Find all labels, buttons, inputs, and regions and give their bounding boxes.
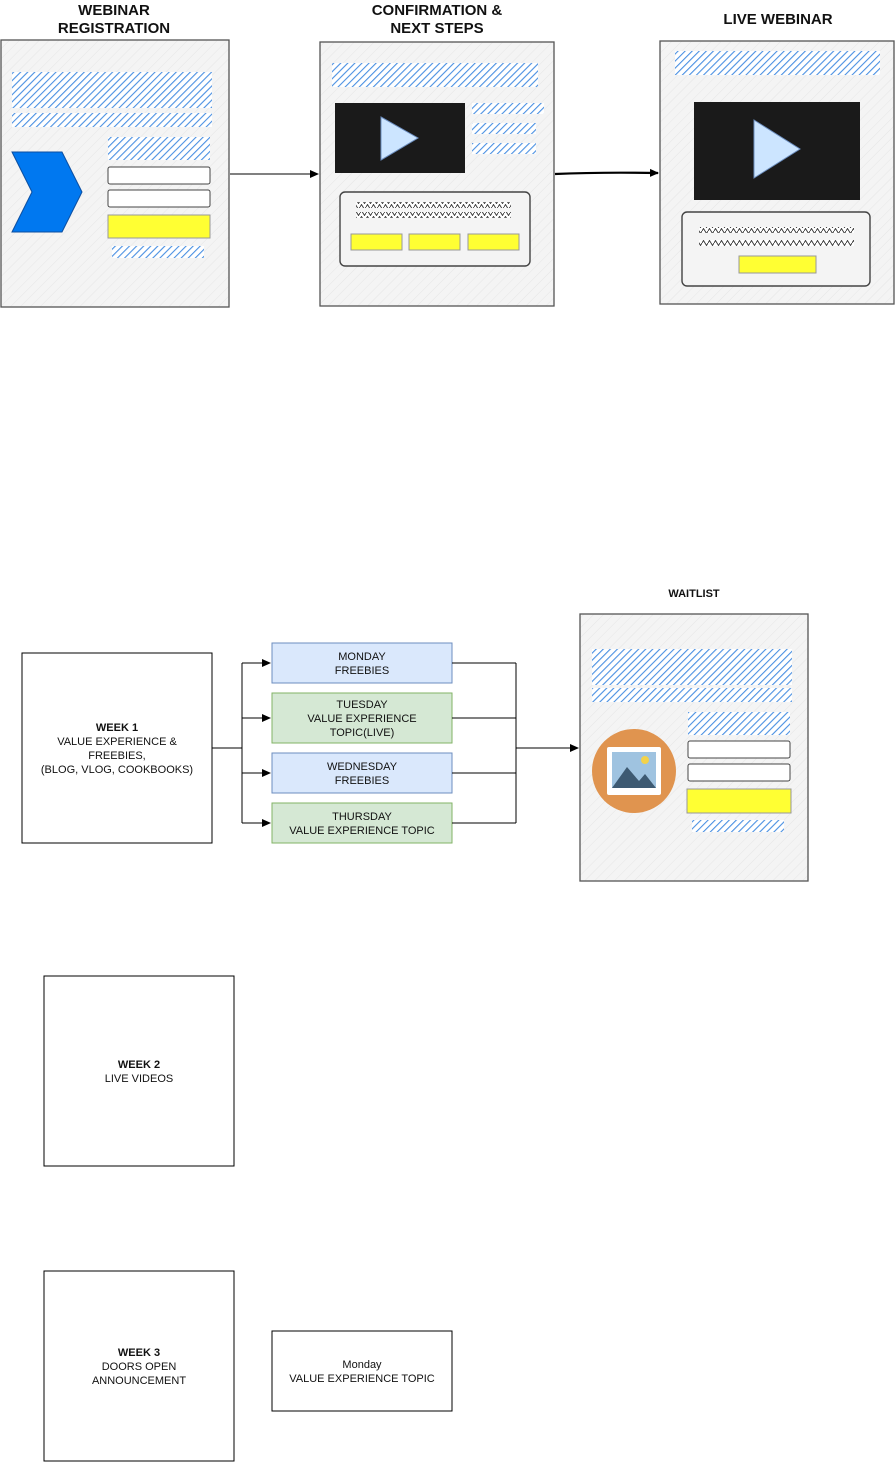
footer-hatch xyxy=(112,246,204,258)
day-box-line1: WEDNESDAY xyxy=(327,761,398,773)
week1-title: WEEK 1 xyxy=(96,722,138,734)
day-box-line2: FREEBIES xyxy=(335,665,389,677)
day-box: WEDNESDAY FREEBIES xyxy=(271,752,453,794)
day-box: TUESDAY VALUE EXPERIENCE TOPIC(LIVE) xyxy=(271,692,453,744)
week3-monday-line2: VALUE EXPERIENCE TOPIC xyxy=(289,1373,435,1385)
chat-card xyxy=(681,211,871,287)
footer-hatch xyxy=(692,820,784,832)
headline-hatch xyxy=(675,51,880,75)
chevron-arrow-icon xyxy=(11,151,83,233)
form-label-hatch xyxy=(688,712,790,735)
join-waitlist-button xyxy=(686,788,792,814)
play-icon xyxy=(753,119,801,179)
registration-page-mockup xyxy=(0,39,230,308)
registration-title-line2: REGISTRATION xyxy=(58,20,170,37)
week1-line1: VALUE EXPERIENCE & xyxy=(57,736,177,748)
email-field xyxy=(107,189,211,208)
headline-hatch xyxy=(332,63,538,87)
week2-line1: LIVE VIDEOS xyxy=(105,1073,173,1085)
week1-connectors xyxy=(212,659,579,827)
live-webinar-page-mockup xyxy=(659,40,895,305)
text-hatch xyxy=(472,123,536,134)
text-hatch xyxy=(472,143,536,154)
subhead-hatch xyxy=(12,113,212,127)
name-field xyxy=(107,166,211,185)
scribble-text xyxy=(699,240,854,246)
day-box-line1: MONDAY xyxy=(338,651,386,663)
connector-confirmation-to-live xyxy=(554,168,659,177)
day-box-line2: VALUE EXPERIENCE TOPIC xyxy=(289,825,435,837)
week1-line2: FREEBIES, xyxy=(88,750,145,762)
image-icon xyxy=(607,747,661,795)
confirmation-title-line1: CONFIRMATION & xyxy=(372,2,503,19)
week3-monday-line1: Monday xyxy=(342,1359,382,1371)
headline-hatch xyxy=(12,72,212,108)
week2-box: WEEK 2 LIVE VIDEOS xyxy=(43,975,235,1167)
form-label-hatch xyxy=(108,137,210,160)
day-box-line3: TOPIC(LIVE) xyxy=(330,727,395,739)
name-field xyxy=(687,740,791,759)
week1-day-boxes: MONDAY FREEBIES TUESDAY VALUE EXPERIENCE TOP… xyxy=(271,642,453,844)
week3-line1: DOORS OPEN xyxy=(102,1361,177,1373)
step-button xyxy=(350,233,403,251)
day-box-line2: FREEBIES xyxy=(335,775,389,787)
play-icon xyxy=(380,116,419,161)
week1-box: WEEK 1 VALUE EXPERIENCE & FREEBIES, (BLO… xyxy=(21,652,213,844)
day-box: THURSDAY VALUE EXPERIENCE TOPIC xyxy=(271,802,453,844)
cta-button xyxy=(738,255,817,274)
waitlist-title: WAITLIST xyxy=(668,588,720,600)
step-button xyxy=(467,233,520,251)
confirmation-page-mockup xyxy=(319,41,555,307)
live-webinar-title: LIVE WEBINAR xyxy=(723,11,832,28)
register-button xyxy=(107,214,211,239)
day-box-line2: VALUE EXPERIENCE xyxy=(307,713,416,725)
step-button xyxy=(408,233,461,251)
registration-title-line1: WEBINAR xyxy=(78,2,150,19)
confirmation-title-line2: NEXT STEPS xyxy=(390,20,483,37)
day-box-line1: TUESDAY xyxy=(336,699,388,711)
text-hatch xyxy=(472,103,544,114)
week1-line3: (BLOG, VLOG, COOKBOOKS) xyxy=(41,764,193,776)
day-box-line1: THURSDAY xyxy=(332,811,392,823)
day-box: MONDAY FREEBIES xyxy=(271,642,453,684)
week3-title: WEEK 3 xyxy=(118,1347,160,1359)
week3-line2: ANNOUNCEMENT xyxy=(92,1375,186,1387)
scribble-text xyxy=(356,202,511,208)
scribble-text xyxy=(699,227,854,233)
scribble-text xyxy=(356,212,511,218)
headline-hatch xyxy=(592,649,792,685)
email-field xyxy=(687,763,791,782)
week2-title: WEEK 2 xyxy=(118,1059,160,1071)
week3-box: WEEK 3 DOORS OPEN ANNOUNCEMENT xyxy=(43,1270,235,1462)
waitlist-page-mockup xyxy=(579,613,809,882)
week3-monday-box: Monday VALUE EXPERIENCE TOPIC xyxy=(271,1330,453,1412)
subhead-hatch xyxy=(592,688,792,702)
